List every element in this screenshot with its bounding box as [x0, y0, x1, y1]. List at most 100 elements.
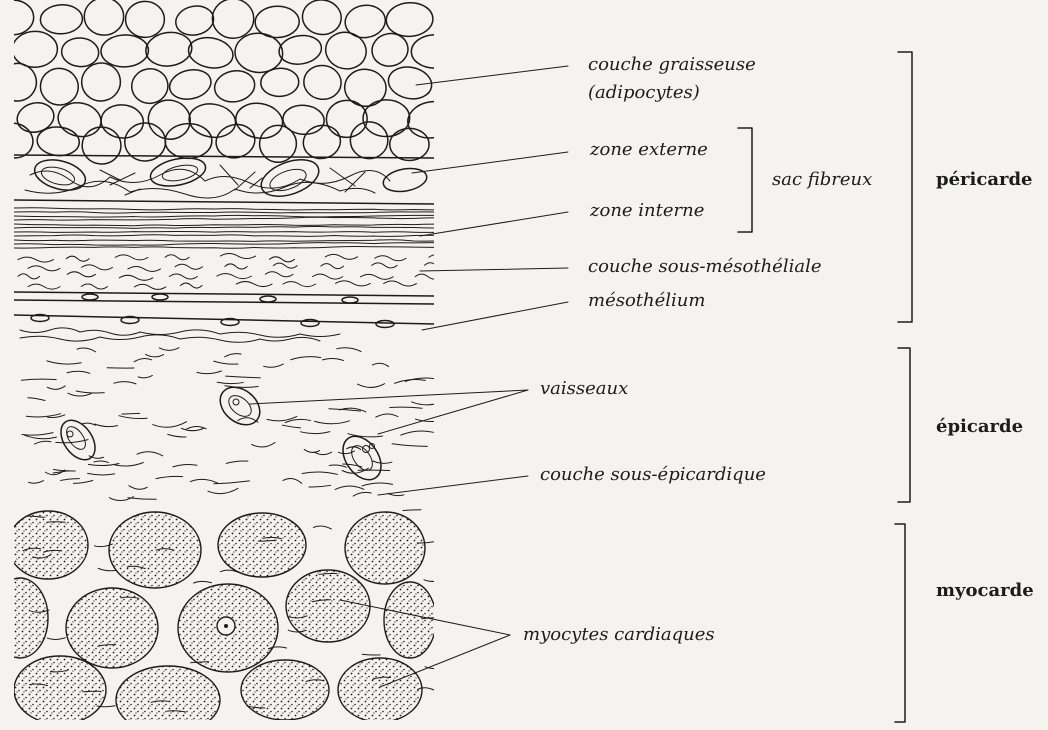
endomysium-fibre: [362, 654, 380, 655]
myocyte-cell: [286, 570, 370, 642]
loose-fibre: [265, 272, 293, 277]
connective-fibre: [412, 402, 442, 405]
connective-fibre: [25, 435, 57, 438]
connective-fibre: [357, 384, 384, 388]
loose-fibre: [119, 275, 152, 280]
adipocyte-cell: [385, 2, 433, 38]
connective-fibre: [197, 371, 221, 374]
connective-fibre: [291, 357, 321, 360]
connective-fibre: [182, 428, 204, 430]
zone-externe-tissue: [14, 153, 434, 204]
loose-fibre: [134, 284, 165, 289]
connective-fibre: [114, 382, 136, 384]
loose-fibre: [115, 255, 148, 260]
connective-fibre: [342, 468, 368, 473]
connective-fibre: [47, 386, 65, 389]
adipocyte-cell: [61, 37, 100, 68]
connective-fibre: [26, 414, 60, 417]
connective-fibre: [34, 441, 51, 444]
adipocyte-cell: [343, 3, 387, 40]
connective-fibre: [322, 359, 343, 361]
myocyte-cell: [116, 666, 220, 730]
myocyte-cell: [241, 660, 329, 720]
connective-fibre: [225, 354, 241, 357]
group-epicarde: épicarde: [936, 416, 1023, 437]
connective-fibre: [226, 461, 248, 463]
connective-fibre: [129, 486, 147, 489]
connective-fibre: [395, 380, 426, 384]
myocyte-cell: [338, 658, 422, 722]
bracket-epicarde: [898, 348, 910, 502]
loose-fibre: [425, 263, 448, 268]
loose-fibre: [429, 255, 458, 260]
adipocyte-cell: [302, 63, 343, 101]
myocyte-cell: [14, 656, 106, 724]
connective-fibre: [67, 371, 90, 373]
connective-fibre: [372, 461, 392, 464]
connective-fibre: [21, 379, 56, 380]
connective-fibre: [335, 486, 364, 490]
label-sac-fibreux: sac fibreux: [772, 169, 872, 190]
adipocyte-cell: [405, 98, 458, 142]
connective-fibre: [56, 440, 88, 443]
adipocyte-cell: [233, 100, 285, 142]
connective-fibre: [315, 452, 332, 455]
connective-fibre: [353, 492, 371, 496]
adipocyte-cell: [14, 99, 57, 136]
adipocyte-cell: [125, 1, 164, 37]
label-zone-externe: zone externe: [589, 139, 708, 160]
connective-fibre: [283, 479, 302, 484]
loose-fibre: [273, 263, 297, 268]
adipocyte-cell: [256, 122, 300, 166]
myocyte-cell: [0, 578, 48, 658]
label-couche-graisseuse: couche graisseuse: [588, 54, 756, 75]
connective-fibre: [329, 465, 346, 467]
connective-fibre: [401, 431, 434, 435]
adipocyte-cell: [390, 128, 429, 160]
collagen-fibre: [14, 212, 454, 213]
label-adipocytes: (adipocytes): [588, 82, 700, 103]
label-couche-sous-epicardique: couche sous-épicardique: [540, 464, 766, 485]
loose-fibre: [372, 263, 397, 268]
connective-fibre: [94, 461, 109, 462]
connective-fibre: [390, 407, 422, 408]
adipocyte-cell: [212, 67, 257, 105]
connective-fibre: [29, 481, 44, 484]
connective-fibre: [145, 354, 163, 357]
collagen-fibre: [14, 227, 454, 229]
connective-fibre: [134, 358, 151, 361]
endomysium-fibre: [424, 579, 442, 581]
bracket-sac-fibreux: [738, 128, 752, 232]
connective-fibre: [68, 393, 91, 396]
collagen-fibre: [14, 243, 454, 246]
connective-fibre: [190, 479, 217, 483]
adipocyte-cell: [40, 4, 83, 35]
adipocyte-cell: [81, 126, 122, 165]
adipocyte-cell: [0, 0, 34, 35]
loose-fibre: [375, 256, 406, 261]
myocyte-layer: [0, 510, 443, 730]
collagen-fibre: [14, 235, 454, 237]
loose-fibre: [325, 254, 357, 259]
connective-fibre: [88, 473, 115, 475]
connective-fibre: [300, 432, 329, 434]
connective-fibre: [119, 416, 147, 419]
connective-fibre: [153, 422, 187, 428]
connective-fibre: [282, 425, 300, 428]
loose-fibre: [270, 257, 295, 262]
loose-fibre: [175, 264, 203, 269]
connective-fibre: [128, 498, 156, 500]
connective-fibre: [226, 376, 261, 378]
loose-fibre: [225, 264, 247, 269]
loose-fibre: [81, 265, 112, 270]
brackets: [738, 52, 912, 722]
label-vaisseaux: vaisseaux: [540, 378, 628, 399]
endomysium-fibre: [47, 522, 65, 523]
adipocyte-cell: [167, 66, 214, 103]
adipocyte-cell: [326, 100, 368, 138]
connective-fibre: [159, 348, 179, 351]
connective-fibre: [28, 398, 45, 401]
loose-fibre: [18, 274, 40, 279]
collagen-fibre: [14, 240, 454, 242]
connective-fibre: [77, 348, 96, 352]
